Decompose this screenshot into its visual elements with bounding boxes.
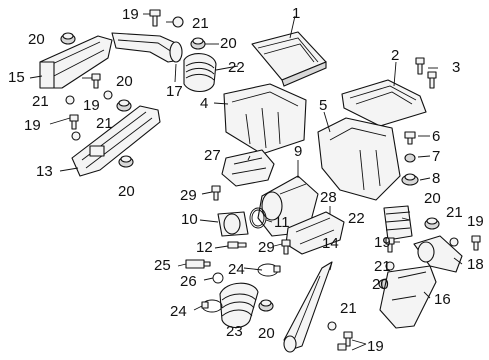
- callout-11: 11: [274, 214, 290, 231]
- callout-21-right: 21: [446, 204, 463, 221]
- callout-10: 10: [181, 211, 198, 228]
- callout-4: 4: [200, 95, 208, 112]
- grommet-20-mid: [116, 99, 132, 112]
- sensor-25: [185, 259, 211, 269]
- filter-cover-2: [341, 79, 427, 127]
- callout-15: 15: [8, 69, 25, 86]
- air-inlet-15: [39, 35, 113, 89]
- bracket-27: [221, 149, 275, 187]
- callout-9: 9: [294, 143, 302, 160]
- callout-8: 8: [432, 170, 440, 187]
- upper-intake-duct-17: [111, 32, 183, 63]
- nut-21-top: [172, 16, 184, 28]
- bellows-22-top: [183, 53, 217, 93]
- grommet-20-left: [60, 32, 76, 45]
- lower-housing-5: [317, 117, 401, 201]
- hose-23: [219, 282, 259, 329]
- callout-21-bottom: 21: [340, 300, 357, 317]
- tube-14: [283, 261, 333, 353]
- fasteners-19-21-bottom: [327, 321, 353, 351]
- callout-6: 6: [432, 128, 440, 145]
- bolt-19-top: [149, 9, 161, 27]
- callout-22-right: 22: [348, 210, 365, 227]
- callout-16: 16: [434, 291, 451, 308]
- callout-19-bottom: 19: [367, 338, 384, 355]
- callout-21-top: 21: [192, 15, 209, 32]
- maf-sensor-10: [217, 211, 249, 237]
- plate-28: [285, 211, 345, 255]
- leader-lines: [29, 13, 463, 351]
- callout-20-low: 20: [118, 183, 135, 200]
- upper-housing-4: [223, 83, 307, 155]
- grommet-20-top: [190, 37, 206, 50]
- fasteners-19-21-left: [65, 73, 113, 141]
- callout-20-left: 20: [28, 31, 45, 48]
- callout-29-right: 29: [258, 239, 275, 256]
- callout-labels: 1 2 3 4 5 6 7 8 9 10 11 12 13 14 15 16 1…: [8, 5, 484, 355]
- lower-duct-13: [71, 105, 161, 177]
- callout-29-left: 29: [180, 187, 197, 204]
- air-filter-1: [251, 31, 327, 87]
- callout-14: 14: [322, 235, 339, 252]
- callout-7: 7: [432, 148, 440, 165]
- callout-19-center: 19: [374, 234, 391, 251]
- elbow-18: [413, 235, 463, 273]
- callout-22-top: 22: [228, 59, 245, 76]
- bellows-22-right: [383, 205, 413, 241]
- grommet-20-bottom: [258, 299, 274, 312]
- duct-16: [379, 265, 437, 329]
- bolt-29-left: [211, 185, 221, 201]
- callout-25: 25: [154, 257, 171, 274]
- callout-19-mid: 19: [83, 97, 100, 114]
- callout-20-bottom: 20: [258, 325, 275, 342]
- callout-19-right: 19: [467, 213, 484, 230]
- callout-24-upper: 24: [228, 261, 245, 278]
- callout-20-center: 20: [372, 276, 389, 293]
- callout-2: 2: [391, 47, 399, 64]
- grommet-20-low: [118, 155, 134, 168]
- callout-20-right: 20: [424, 190, 441, 207]
- callout-17: 17: [166, 83, 183, 100]
- callout-18: 18: [467, 256, 484, 273]
- oring-26: [212, 272, 224, 284]
- callout-5: 5: [319, 97, 327, 114]
- callout-28: 28: [320, 189, 337, 206]
- callout-23: 23: [226, 323, 243, 340]
- callout-26: 26: [180, 273, 197, 290]
- callout-1: 1: [292, 5, 300, 22]
- bolt-12: [227, 241, 247, 249]
- callout-13: 13: [36, 163, 53, 180]
- callout-21-mid: 21: [96, 115, 113, 132]
- callout-20-mid: 20: [116, 73, 133, 90]
- callout-19-top: 19: [122, 6, 139, 23]
- callout-20-top: 20: [220, 35, 237, 52]
- callout-19-left: 19: [24, 117, 41, 134]
- callout-3: 3: [452, 59, 460, 76]
- screws-3: [415, 57, 437, 89]
- callout-12: 12: [196, 239, 213, 256]
- clamp-24-lower: [201, 299, 223, 313]
- grommet-20-right: [424, 217, 440, 230]
- seal-11: [249, 207, 267, 229]
- callout-21-center: 21: [374, 258, 391, 275]
- callout-24-lower: 24: [170, 303, 187, 320]
- fasteners-6-7-8: [401, 131, 419, 186]
- bolt-29-right: [281, 239, 291, 255]
- callout-27: 27: [204, 147, 221, 164]
- callout-21-left: 21: [32, 93, 49, 110]
